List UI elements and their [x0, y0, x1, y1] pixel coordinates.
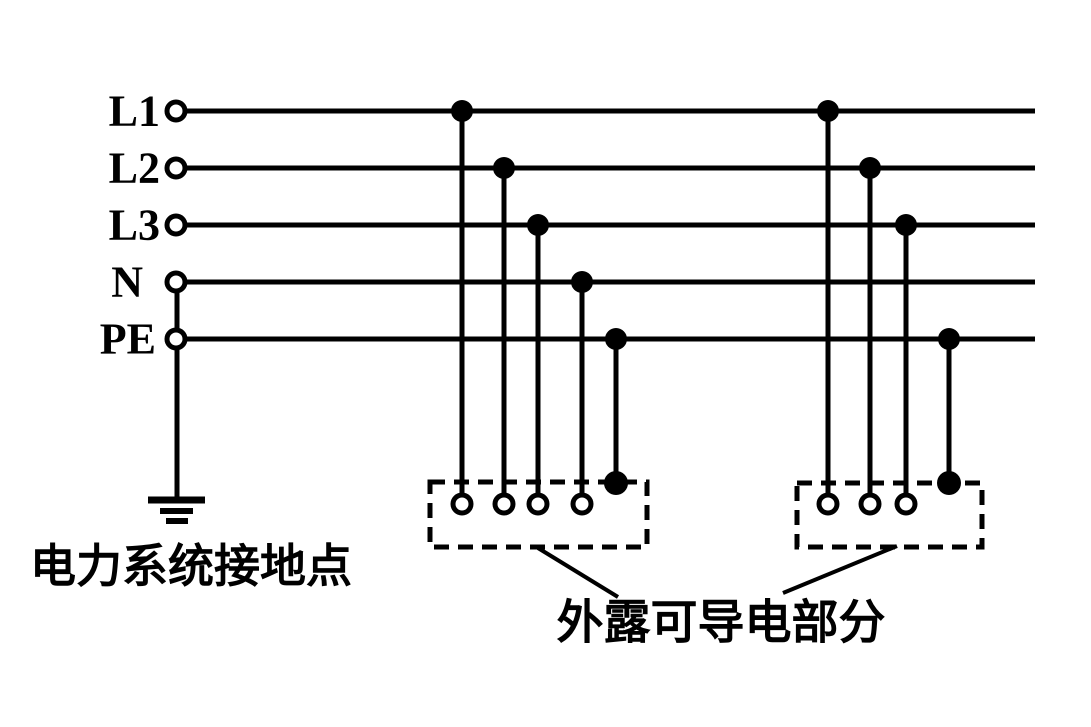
- junction-dot: [571, 271, 593, 293]
- junction-dot: [895, 214, 917, 236]
- source-terminal-PE: [164, 327, 188, 351]
- source-terminal-L2: [164, 156, 188, 180]
- junction-dot: [451, 100, 473, 122]
- junction-dot: [859, 157, 881, 179]
- source-terminal-L3: [164, 213, 188, 237]
- source-terminal-L1: [164, 99, 188, 123]
- bus-label-L1: L1: [109, 87, 160, 136]
- load1-enclosure-box: [427, 479, 650, 550]
- load1-terminal-L1: [450, 492, 474, 516]
- junction-dot: [605, 328, 627, 350]
- junction-dot: [527, 214, 549, 236]
- bus-label-L2: L2: [109, 144, 160, 193]
- load1-input-terminals: [450, 492, 594, 516]
- load2-terminal-L2: [858, 492, 882, 516]
- ground-point-label: 电力系统接地点: [30, 540, 352, 592]
- junction-dot: [938, 328, 960, 350]
- load1-terminal-L3: [526, 492, 550, 516]
- load1-junction-dots: [451, 100, 627, 350]
- exposed-parts-label: 外露可导电部分: [557, 596, 886, 649]
- load2-input-terminals: [816, 492, 918, 516]
- load2-pe-bond-dot: [937, 471, 961, 495]
- source-terminal-N: [164, 270, 188, 294]
- ground-symbol: [148, 496, 205, 524]
- load2-terminal-L1: [816, 492, 840, 516]
- load2-terminal-L3: [894, 492, 918, 516]
- pointer-line-left: [536, 546, 620, 599]
- pointer-line-right: [782, 544, 898, 595]
- junction-dot: [817, 100, 839, 122]
- bus-label-PE: PE: [100, 315, 156, 364]
- bus-label-N: N: [111, 258, 143, 307]
- load1-drop-conductors: [459, 111, 619, 495]
- load2-junction-dots: [817, 100, 960, 350]
- load2-drop-conductors: [825, 111, 952, 495]
- load1-terminal-L2: [492, 492, 516, 516]
- bus-label-L3: L3: [109, 201, 160, 250]
- load1-terminal-N: [570, 492, 594, 516]
- junction-dot: [493, 157, 515, 179]
- load1-pe-bond-dot: [604, 471, 628, 495]
